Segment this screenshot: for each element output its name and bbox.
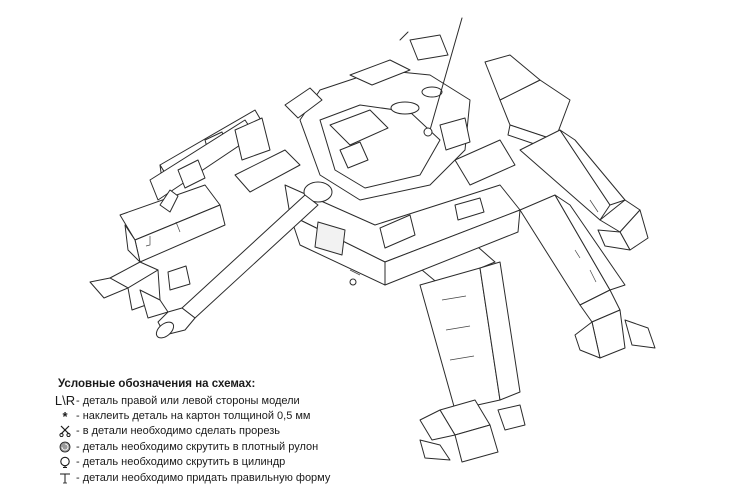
legend-row-shape: - детали необходимо придать правильную ф… — [54, 470, 414, 485]
turret — [284, 17, 471, 201]
legend-row-asterisk: * - наклеить деталь на картон толщиной 0… — [54, 408, 414, 424]
legend-text-asterisk: - наклеить деталь на картон толщиной 0,5… — [76, 410, 311, 423]
main-gun — [155, 181, 333, 339]
leg-back-left — [149, 109, 271, 201]
legend-text-shape: - детали необходимо придать правильную ф… — [76, 471, 331, 484]
leg-front-center — [409, 239, 526, 463]
legend-text-tight-roll: - деталь необходимо скрутить в плотный р… — [76, 440, 319, 453]
legend-text-scissors: - в детали необходимо сделать прорезь — [76, 425, 280, 438]
shape-form-icon — [54, 472, 76, 484]
hull — [234, 139, 521, 286]
leg-back-right — [484, 54, 649, 251]
tight-roll-icon — [54, 441, 76, 453]
scissors-icon — [54, 425, 76, 438]
leg-front-left — [89, 184, 226, 319]
legend-row-tight-roll: - деталь необходимо скрутить в плотный р… — [54, 439, 414, 454]
leg-front-right — [519, 194, 656, 359]
asterisk-icon: * — [62, 408, 68, 424]
legend-text-lr: - деталь правой или левой стороны модели — [76, 394, 300, 407]
cylinder-roll-icon — [54, 456, 76, 469]
legend: Условные обозначения на схемах: L\R - де… — [54, 377, 414, 485]
legend-row-cylinder: - деталь необходимо скрутить в цилиндр — [54, 455, 414, 470]
legend-row-scissors: - в детали необходимо сделать прорезь — [54, 424, 414, 439]
legend-text-cylinder: - деталь необходимо скрутить в цилиндр — [76, 456, 286, 469]
legend-row-lr: L\R - деталь правой или левой стороны мо… — [54, 393, 414, 408]
lr-symbol: L\R — [54, 393, 76, 409]
legend-title: Условные обозначения на схемах: — [58, 378, 256, 390]
